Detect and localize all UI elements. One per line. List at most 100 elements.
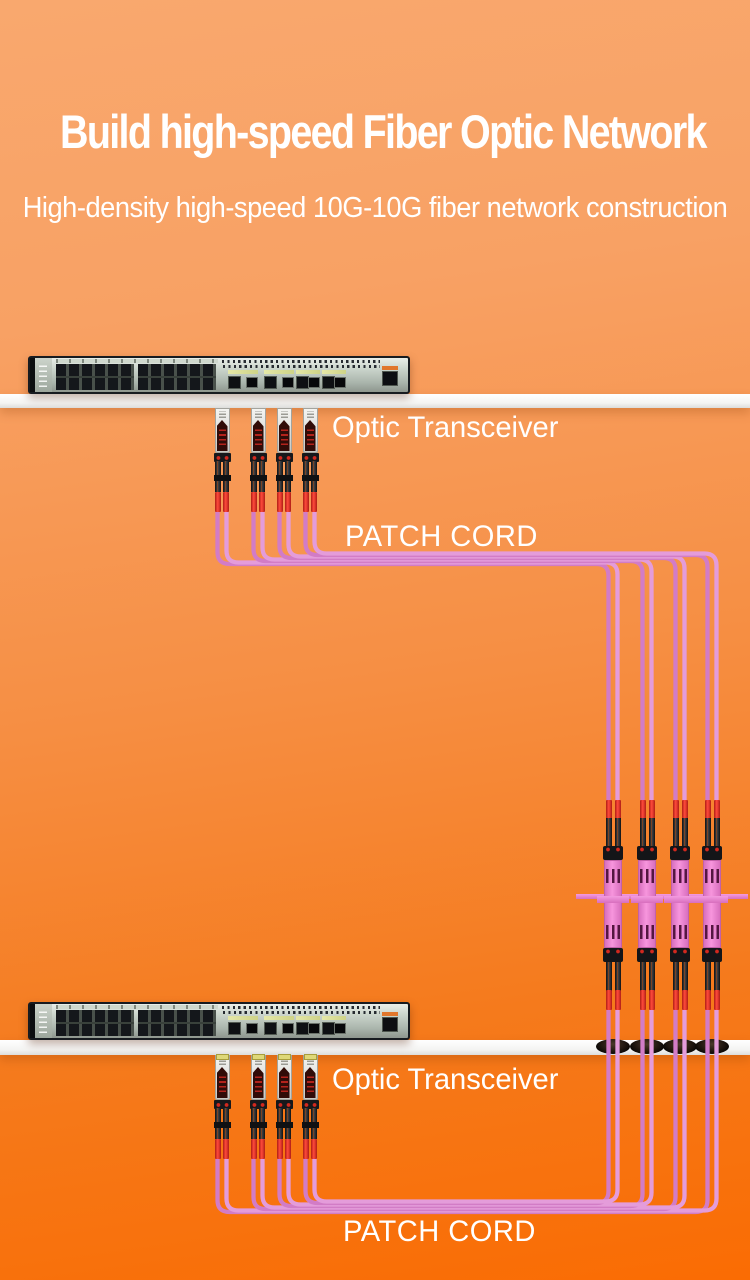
- switch-vents: [222, 1006, 380, 1014]
- sfp-slot: [246, 377, 258, 388]
- sfp-slot: [334, 377, 346, 388]
- cable-boot: [648, 990, 655, 1010]
- switch-led-panel: [35, 1004, 52, 1038]
- transceiver-vents: [306, 411, 314, 418]
- optic-transceiver: [300, 1054, 320, 1159]
- patch-cord-label-top: PATCH CORD: [345, 520, 538, 553]
- sfp-label-strip: [322, 1016, 346, 1020]
- transceiver-panel: [304, 1067, 316, 1098]
- cable-boot: [681, 800, 688, 820]
- lc-connector-prong: [713, 818, 720, 848]
- grommet-hole: [630, 1039, 664, 1054]
- lc-connector-prong: [605, 962, 612, 992]
- shelf-top: [0, 394, 750, 408]
- optic-transceiver: [274, 408, 294, 512]
- transceiver-panel: [278, 420, 290, 451]
- lc-connector-prong: [639, 818, 646, 848]
- transceiver-label-tag: [215, 1054, 229, 1060]
- lc-connector-clip: [249, 453, 267, 462]
- sfp-slot: [282, 1023, 294, 1034]
- transceiver-vents: [218, 411, 226, 418]
- transceiver-vents: [280, 411, 288, 418]
- transceiver-panel: [278, 1067, 290, 1098]
- lc-duplex-adapter: [604, 860, 622, 948]
- adapter-slots: [705, 925, 719, 939]
- sfp-label-strip: [264, 1016, 294, 1020]
- lc-connector-clip: [301, 453, 319, 462]
- lc-connector-prong: [648, 962, 655, 992]
- cable-boot: [223, 1139, 229, 1159]
- optic-transceiver: [212, 1054, 232, 1159]
- sfp-label-strip: [322, 370, 346, 374]
- cable-boot: [259, 492, 265, 512]
- page-subtitle: High-density high-speed 10G-10G fiber ne…: [22, 192, 728, 224]
- cable-boot: [277, 492, 283, 512]
- switch-left-cap: [30, 358, 35, 392]
- lc-adapter-assembly: [694, 800, 730, 1010]
- lc-connector-band: [249, 1122, 267, 1128]
- sfp-label-strip: [228, 1016, 258, 1020]
- lc-connector-body: [702, 846, 722, 860]
- console-port: [382, 371, 398, 386]
- cable-boot: [311, 1139, 317, 1159]
- cable-boot: [285, 492, 291, 512]
- cable-boot: [605, 990, 612, 1010]
- adapter-flange: [597, 896, 629, 903]
- lc-connector-body: [603, 948, 623, 962]
- transceiver-panel: [304, 420, 316, 451]
- lc-adapter-assembly: [662, 800, 698, 1010]
- optic-transceiver-label-top: Optic Transceiver: [332, 411, 559, 444]
- lc-duplex-adapter: [638, 860, 656, 948]
- lc-connector-band: [301, 1122, 319, 1128]
- optic-transceiver: [274, 1054, 294, 1159]
- adapter-slots: [640, 925, 654, 939]
- transceiver-label-tag: [277, 1054, 291, 1060]
- lc-connector-body: [702, 948, 722, 962]
- switch-rj45-port-group: [138, 1010, 216, 1036]
- switch-rj45-port-group: [56, 1010, 134, 1036]
- adapter-slots: [673, 869, 687, 883]
- lc-connector-body: [670, 948, 690, 962]
- lc-connector-band: [275, 1122, 293, 1128]
- switch-sfp-combo: [227, 1016, 259, 1036]
- rj45-port: [264, 1022, 277, 1035]
- console-port-label: [382, 1012, 398, 1016]
- cable-boot: [215, 492, 221, 512]
- switch-sfp-combo: [295, 370, 321, 390]
- patch-cord-label-bottom: PATCH CORD: [343, 1215, 536, 1248]
- network-switch-top: [28, 356, 410, 394]
- sfp-label-strip: [296, 370, 320, 374]
- sfp-slot: [246, 1023, 258, 1034]
- lc-connector-prong: [681, 818, 688, 848]
- cable-boot: [223, 492, 229, 512]
- lc-connector-band: [275, 475, 293, 481]
- rj45-port: [228, 376, 241, 389]
- switch-rj45-port-group: [56, 364, 134, 390]
- optic-transceiver: [300, 408, 320, 512]
- lc-connector-prong: [713, 962, 720, 992]
- transceiver-label-tag: [251, 1054, 265, 1060]
- switch-sfp-combo: [321, 370, 347, 390]
- switch-led-panel: [35, 358, 52, 392]
- lc-connector-prong: [639, 962, 646, 992]
- switch-sfp-combo: [263, 1016, 295, 1036]
- lc-connector-prong: [672, 962, 679, 992]
- lc-connector-band: [249, 475, 267, 481]
- switch-left-cap: [30, 1004, 35, 1038]
- lc-connector-prong: [614, 962, 621, 992]
- cable-boot: [215, 1139, 221, 1159]
- lc-connector-prong: [614, 818, 621, 848]
- switch-vents: [222, 360, 380, 368]
- optic-transceiver: [248, 408, 268, 512]
- switch-port-numbers: [56, 1005, 218, 1009]
- cable-boot: [303, 1139, 309, 1159]
- console-port-label: [382, 366, 398, 370]
- cable-boot: [259, 1139, 265, 1159]
- transceiver-panel: [216, 420, 228, 451]
- adapter-slots: [705, 869, 719, 883]
- sfp-label-strip: [228, 370, 258, 374]
- lc-connector-prong: [672, 818, 679, 848]
- cable-boot: [614, 800, 621, 820]
- cable-boot: [713, 990, 720, 1010]
- adapter-slots: [606, 925, 620, 939]
